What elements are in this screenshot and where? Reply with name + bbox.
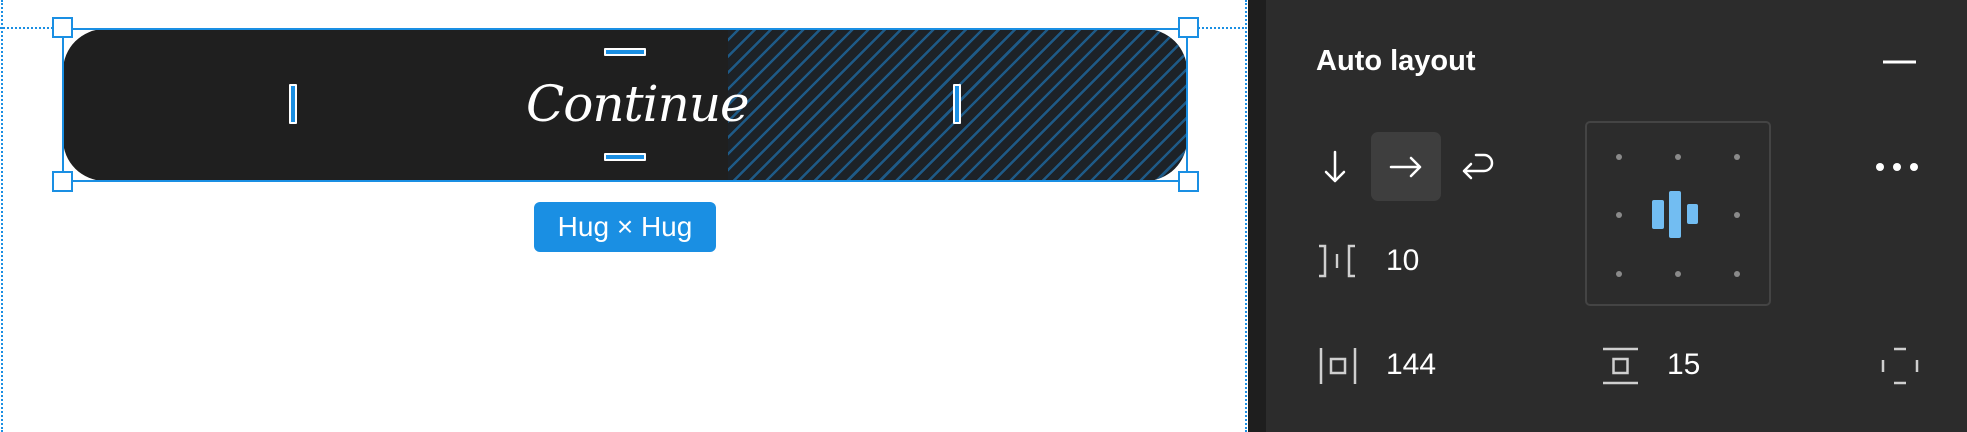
align-middle-left[interactable] [1616, 212, 1622, 218]
resize-handle-bottom-right[interactable] [1178, 171, 1199, 192]
vertical-padding-icon [1603, 347, 1638, 385]
alignment-grid[interactable] [1585, 121, 1771, 306]
gap-icon [1319, 244, 1355, 278]
align-bottom-right[interactable] [1734, 271, 1740, 277]
padding-handle-right[interactable] [953, 84, 961, 124]
individual-padding-icon [1881, 347, 1919, 385]
direction-vertical-button[interactable] [1306, 132, 1364, 201]
horizontal-padding-field-icon [1318, 347, 1358, 385]
align-top-left[interactable] [1616, 154, 1622, 160]
padding-handle-left[interactable] [289, 84, 297, 124]
gap-field-icon [1316, 243, 1358, 279]
direction-wrap-button[interactable] [1448, 132, 1506, 201]
wrap-icon [1462, 153, 1494, 179]
design-canvas[interactable]: Continue Hug × Hug [0, 0, 1248, 432]
align-top-right[interactable] [1734, 154, 1740, 160]
gap-value[interactable]: 10 [1386, 244, 1420, 277]
direction-horizontal-button[interactable] [1371, 132, 1441, 201]
minus-icon [1883, 60, 1916, 64]
frame-boundary-left [1, 0, 3, 432]
frame-guide-top-right [1195, 27, 1247, 29]
horizontal-padding-value[interactable]: 144 [1386, 348, 1437, 381]
remove-auto-layout-button[interactable] [1878, 42, 1922, 82]
align-top-center[interactable] [1675, 154, 1681, 160]
frame-guide-top-left [0, 27, 56, 29]
panel-divider [1248, 0, 1266, 432]
resize-handle-top-right[interactable] [1178, 17, 1199, 38]
individual-padding-button[interactable] [1881, 347, 1919, 385]
auto-layout-title: Auto layout [1316, 45, 1476, 77]
continue-button-label[interactable]: Continue [526, 75, 750, 133]
arrow-right-icon [1389, 156, 1422, 177]
resize-handle-top-left[interactable] [52, 17, 73, 38]
more-options-button[interactable] [1872, 150, 1922, 184]
vertical-padding-value[interactable]: 15 [1667, 348, 1701, 381]
ellipsis-icon [1876, 163, 1918, 171]
size-badge: Hug × Hug [534, 202, 716, 252]
horizontal-padding-icon [1319, 348, 1357, 384]
align-middle-right[interactable] [1734, 212, 1740, 218]
frame-boundary-right [1245, 0, 1247, 432]
align-bottom-left[interactable] [1616, 271, 1622, 277]
arrow-down-icon [1324, 150, 1346, 182]
properties-panel: Auto layout 10 144 [1266, 0, 1967, 432]
padding-handle-bottom[interactable] [604, 153, 646, 161]
align-center-selected-icon[interactable] [1652, 189, 1702, 239]
vertical-padding-field-icon [1602, 347, 1639, 385]
padding-handle-top[interactable] [604, 48, 646, 56]
resize-handle-bottom-left[interactable] [52, 171, 73, 192]
align-bottom-center[interactable] [1675, 271, 1681, 277]
